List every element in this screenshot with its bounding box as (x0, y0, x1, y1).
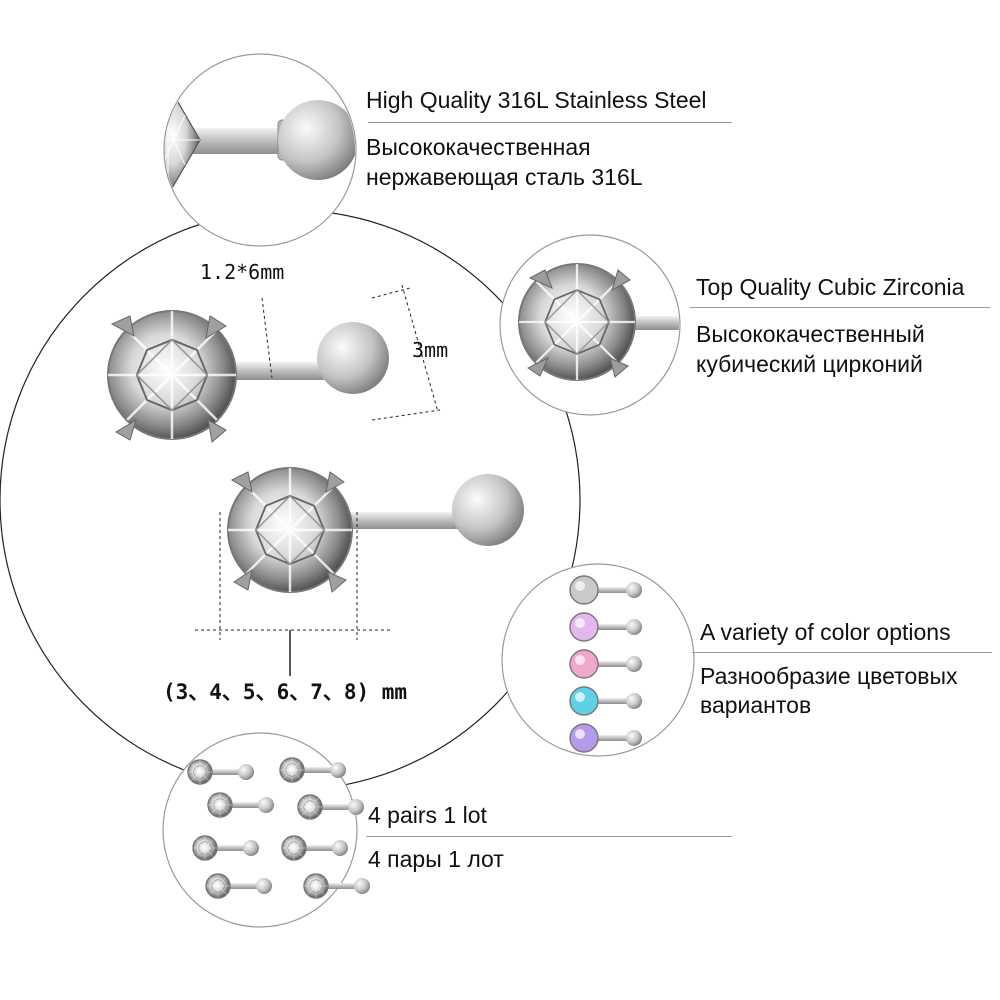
color-stud-2 (569, 612, 642, 642)
lot-divider (366, 836, 732, 837)
bar-size-label: 1.2*6mm (200, 260, 285, 284)
steel-title-ru-1: Высококачественная (366, 134, 591, 160)
steel-title-ru-2: нержавеющая сталь 316L (366, 164, 643, 190)
large-stud-upper (106, 309, 389, 443)
dimension-lines (195, 284, 441, 640)
zirconia-divider (690, 307, 990, 308)
ball-size-label: 3mm (412, 338, 449, 362)
steel-title-en: High Quality 316L Stainless Steel (366, 87, 707, 113)
color-stud-3 (569, 649, 642, 679)
colors-title-ru-2: вариантов (700, 692, 812, 718)
color-studs-group (569, 575, 642, 753)
color-stud-4 (569, 686, 642, 716)
zirconia-title-en: Top Quality Cubic Zirconia (696, 274, 965, 300)
lot-title-ru: 4 пары 1 лот (368, 846, 504, 872)
zirconia-title-ru-2: кубический цирконий (696, 351, 923, 377)
lot-title-en: 4 pairs 1 lot (368, 802, 487, 828)
color-stud-1 (569, 575, 642, 605)
steel-divider (368, 122, 732, 123)
stone-sizes-label: (3、4、5、6、7、8) mm (163, 680, 408, 704)
colors-title-en: A variety of color options (700, 619, 951, 645)
zirconia-closeup-illustration (517, 262, 679, 382)
color-stud-5 (569, 723, 642, 753)
colors-divider (692, 652, 992, 653)
large-stud-lower (226, 466, 524, 594)
colors-title-ru-1: Разнообразие цветовых (700, 663, 958, 689)
steel-closeup-illustration (165, 83, 355, 197)
zirconia-title-ru-1: Высококачественный (696, 321, 925, 347)
